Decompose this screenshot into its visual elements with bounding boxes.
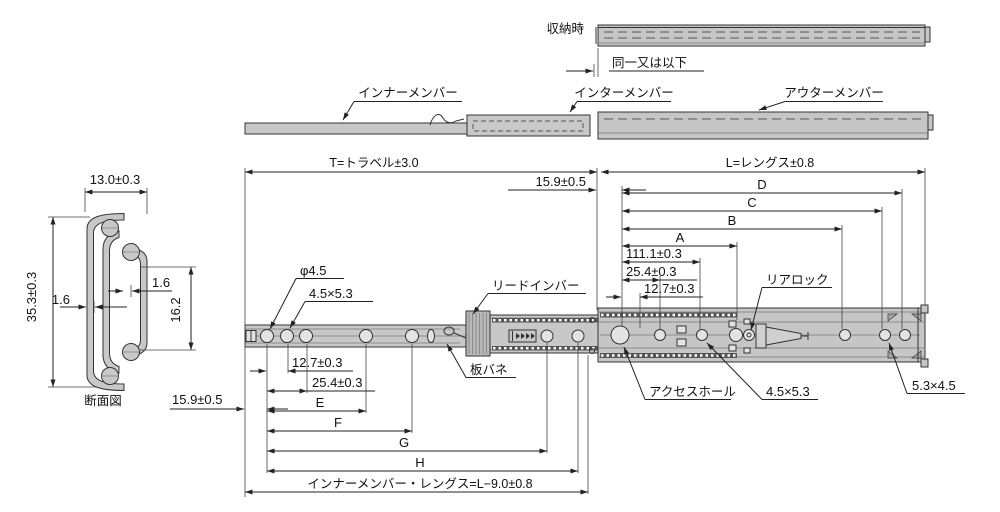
cross-section: 13.0±0.3 35.3±0.3 1.6 1.6 16.2 断面図 — [24, 172, 196, 408]
slot-rear-label: 5.3×4.5 — [912, 378, 956, 393]
plan-view — [244, 304, 929, 368]
end-cap-lip — [920, 358, 929, 368]
dim-c: C — [747, 195, 756, 210]
bottom-offset-dim: 15.9±0.5 — [172, 392, 223, 407]
outer-profile — [86, 212, 125, 392]
inner-member-label: インナーメンバー — [358, 86, 458, 100]
mount-hole — [280, 329, 294, 343]
outer-square-hole — [676, 325, 687, 334]
outer-member-label: アウターメンバー — [784, 86, 884, 100]
dim-d: D — [757, 177, 766, 192]
lead-in-bar-label: リードインバー — [492, 279, 580, 293]
bottom-dimensions: 12.7±0.3 25.4±0.3 E F G H 15.9±0.5 インナーメ… — [170, 343, 589, 495]
mount-hole — [359, 329, 373, 343]
outer-square-hole — [676, 338, 687, 347]
collapsed-view: 収納時 同一又は以下 — [546, 22, 931, 77]
slot-mid-label: 4.5×5.3 — [766, 384, 810, 399]
inter-hole — [540, 329, 554, 343]
mount-hole — [299, 329, 313, 343]
dim-127-right: 12.7±0.3 — [644, 281, 695, 296]
leaf-spring-anchor — [443, 326, 455, 336]
collapsed-slide-end-step — [924, 26, 931, 43]
stored-label: 収納時 — [546, 22, 584, 36]
rear-lock-assembly — [728, 318, 809, 354]
access-hole-label: アクセスホール — [649, 385, 736, 399]
dim-f: F — [334, 415, 342, 430]
inner-profile — [126, 246, 148, 358]
cs-width-dim: 13.0±0.3 — [90, 172, 141, 187]
inter-profile — [102, 230, 120, 374]
cs-wall-left-dim: 1.6 — [52, 292, 70, 307]
lead-in-bar — [465, 310, 491, 357]
section-caption: 断面図 — [84, 393, 122, 408]
outer-hole — [696, 329, 708, 341]
plan-callouts: φ4.5 4.5×5.3 リードインバー 板バネ アクセスホール 4.5×5.3… — [269, 263, 965, 400]
end-cap-lip — [920, 304, 929, 314]
corner-tab — [910, 313, 922, 322]
corner-tab — [887, 313, 899, 322]
extended-view: インナーメンバー インターメンバー アウターメンバー — [244, 86, 934, 140]
outer-hole — [654, 329, 666, 341]
dim-254-right: 25.4±0.3 — [626, 264, 677, 279]
outer-hole — [899, 329, 911, 341]
dim-g: G — [399, 435, 409, 450]
outer-hole — [879, 329, 891, 341]
access-hole-circle — [610, 325, 630, 345]
dim-127-bottom: 12.7±0.3 — [292, 355, 343, 370]
leaf-spring-label: 板バネ — [470, 363, 508, 377]
outer-hole — [839, 329, 851, 341]
dim-e: E — [316, 395, 325, 410]
outer-member-extended — [597, 111, 929, 140]
inner-length-dim: インナーメンバー・レングス=L−9.0±0.8 — [307, 477, 532, 491]
inter-hole — [571, 329, 585, 343]
hole-dia-label: φ4.5 — [300, 263, 327, 278]
travel-dim-label: T=トラベル±3.0 — [329, 156, 418, 170]
dim-111: 111.1±0.3 — [626, 246, 682, 261]
rear-lock-label: リアロック — [766, 273, 829, 287]
cs-height-dim: 35.3±0.3 — [24, 272, 39, 323]
slot-front-label: 4.5×5.3 — [309, 286, 353, 301]
top-offset-dim: 15.9±0.5 — [535, 174, 586, 189]
dim-254-bottom: 25.4±0.3 — [312, 375, 363, 390]
corner-tab — [887, 350, 899, 359]
mount-hole — [260, 329, 274, 343]
stored-note-label: 同一又は以下 — [612, 56, 687, 70]
mount-hole — [405, 329, 419, 343]
leaf-spring-extended — [429, 114, 465, 126]
mount-slot — [427, 329, 435, 343]
inter-member-label: インターメンバー — [574, 86, 674, 100]
cs-wall-right-dim: 1.6 — [152, 275, 170, 290]
dim-b: B — [728, 213, 737, 228]
corner-tab — [910, 350, 922, 359]
top-dimensions: T=トラベル±3.0 L=レングス±0.8 15.9±0.5 D C B A 1… — [244, 156, 926, 497]
cs-inner-height-dim: 16.2 — [168, 297, 183, 322]
stamp-mark — [508, 329, 537, 343]
dim-h: H — [415, 455, 424, 470]
inter-member-extended — [466, 114, 591, 137]
dim-a: A — [676, 230, 685, 245]
length-dim-label: L=レングス±0.8 — [726, 156, 815, 170]
